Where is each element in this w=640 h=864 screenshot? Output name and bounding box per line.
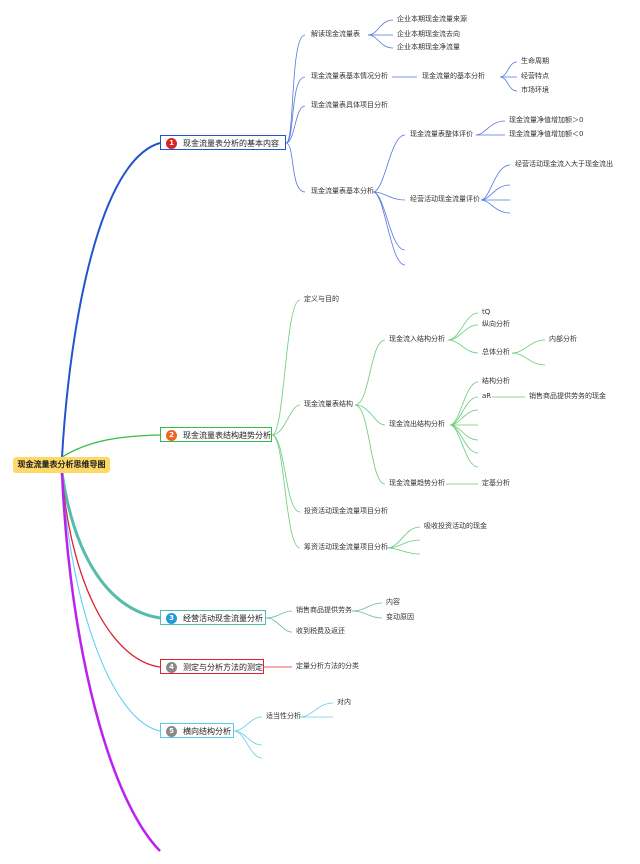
main-link-4 xyxy=(61,472,161,668)
topic-node[interactable]: 定量分析方法的分类 xyxy=(296,662,359,670)
topic-node[interactable]: 定义与目的 xyxy=(304,295,339,303)
main-link-empty xyxy=(60,472,161,852)
number-badge: 1 xyxy=(166,138,177,149)
topic-node[interactable]: 投资活动现金流量项目分析 xyxy=(304,507,388,515)
topic-node[interactable]: 解读现金流量表 xyxy=(311,30,360,38)
topic-node[interactable]: 内部分析 xyxy=(549,335,577,343)
topic-node[interactable]: 经营活动现金流量评价 xyxy=(410,195,480,203)
topic-node[interactable]: 收到税费及返还 xyxy=(296,627,345,635)
topic-node[interactable]: 纵向分析 xyxy=(482,320,510,328)
main-link-3 xyxy=(60,472,161,620)
number-badge: 2 xyxy=(166,430,177,441)
topic-node[interactable]: 结构分析 xyxy=(482,377,510,385)
topic-node[interactable]: 变动原因 xyxy=(386,613,414,621)
topic-node[interactable]: tQ xyxy=(482,308,491,316)
topic-node[interactable]: 现金流量趋势分析 xyxy=(389,479,445,487)
topic-node[interactable]: 现金流量表整体评价 xyxy=(410,130,473,138)
topic-node[interactable]: 现金流量净值增加额＜0 xyxy=(509,130,584,138)
main-link-1 xyxy=(61,142,161,458)
branch-label: 横向结构分析 xyxy=(183,727,231,736)
topic-node[interactable]: 内容 xyxy=(386,598,400,606)
topic-node[interactable]: 市场环境 xyxy=(521,86,549,94)
branch-label: 现金流量表分析的基本内容 xyxy=(183,139,279,148)
main-link-2 xyxy=(61,434,161,458)
number-badge: 5 xyxy=(166,726,177,737)
number-badge: 3 xyxy=(166,613,177,624)
topic-node[interactable]: 企业本期现金流量来源 xyxy=(397,15,467,23)
topic-node[interactable]: 现金流入结构分析 xyxy=(389,335,445,343)
topic-node[interactable]: 经营特点 xyxy=(521,72,549,80)
branch-4-node[interactable]: 4 测定与分析方法的测定 xyxy=(160,659,264,674)
topic-node[interactable]: 现金流量表基本情况分析 xyxy=(311,72,388,80)
topic-node[interactable]: 定基分析 xyxy=(482,479,510,487)
topic-node[interactable]: 现金流量表结构 xyxy=(304,400,353,408)
topic-node[interactable]: aR xyxy=(482,392,492,400)
topic-node[interactable]: 生命周期 xyxy=(521,57,549,65)
branch-1-node[interactable]: 1 现金流量表分析的基本内容 xyxy=(160,135,286,150)
topic-node[interactable]: 吸收投资活动的现金 xyxy=(424,522,487,530)
number-badge: 4 xyxy=(166,662,177,673)
branch-3-node[interactable]: 3 经营活动现金流量分析 xyxy=(160,610,266,625)
topic-node[interactable]: 筹资活动现金流量项目分析 xyxy=(304,543,388,551)
branch-2-node[interactable]: 2 现金流量表结构趋势分析 xyxy=(160,427,272,442)
branch-label: 经营活动现金流量分析 xyxy=(183,614,263,623)
branch-5-node[interactable]: 5 横向结构分析 xyxy=(160,723,234,738)
topic-node[interactable]: 企业本期现金净流量 xyxy=(397,43,460,51)
root-topic[interactable]: 现金流量表分析思维导图 xyxy=(13,457,110,473)
topic-node[interactable]: 现金流量净值增加额＞0 xyxy=(509,116,584,124)
topic-node[interactable]: 现金流量表基本分析 xyxy=(311,187,374,195)
topic-node[interactable]: 现金流量的基本分析 xyxy=(422,72,485,80)
topic-node[interactable]: 销售商品提供劳务的现金 xyxy=(529,392,606,400)
topic-node[interactable]: 对内 xyxy=(337,698,351,706)
topic-node[interactable]: 经营活动现金流入大于现金流出 xyxy=(515,160,613,168)
topic-node[interactable]: 总体分析 xyxy=(482,348,510,356)
main-link-5 xyxy=(61,472,161,732)
topic-node[interactable]: 企业本期现金流去向 xyxy=(397,30,460,38)
branch-label: 现金流量表结构趋势分析 xyxy=(183,431,271,440)
topic-node[interactable]: 销售商品提供劳务 xyxy=(296,606,352,614)
topic-node[interactable]: 适当性分析 xyxy=(266,712,301,720)
branch-label: 测定与分析方法的测定 xyxy=(183,663,263,672)
topic-node[interactable]: 现金流出结构分析 xyxy=(389,420,445,428)
topic-node[interactable]: 现金流量表具体项目分析 xyxy=(311,101,388,109)
